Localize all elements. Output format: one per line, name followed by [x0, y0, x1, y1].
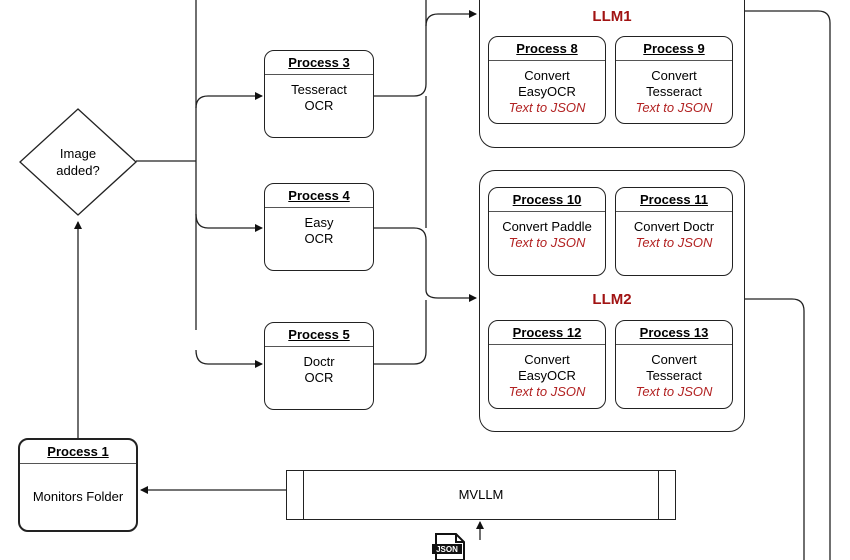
process-9-body: Convert Tesseract Text to JSON: [616, 61, 732, 123]
process-5-title: Process 5: [265, 323, 373, 347]
process-1-box[interactable]: Process 1 Monitors Folder: [18, 438, 138, 532]
process-11-line2: Text to JSON: [635, 235, 713, 250]
process-8-line1: Convert: [524, 68, 570, 83]
process-8-line3: Text to JSON: [508, 100, 586, 115]
process-11-box[interactable]: Process 11 Convert Doctr Text to JSON: [615, 187, 733, 276]
process-3-body: Tesseract OCR: [265, 75, 373, 137]
process-13-box[interactable]: Process 13 Convert Tesseract Text to JSO…: [615, 320, 733, 409]
process-12-body: Convert EasyOCR Text to JSON: [489, 345, 605, 408]
process-11-line1: Convert Doctr: [633, 219, 715, 234]
llm2-label: LLM2: [592, 291, 632, 308]
process-12-line1: Convert: [524, 352, 570, 367]
process-4-body: Easy OCR: [265, 208, 373, 270]
process-3-title: Process 3: [265, 51, 373, 75]
mvllm-box[interactable]: MVLLM: [286, 470, 676, 520]
process-10-body: Convert Paddle Text to JSON: [489, 212, 605, 275]
process-1-body: Monitors Folder: [20, 464, 136, 530]
process-8-line2: EasyOCR: [518, 84, 576, 99]
llm1-label: LLM1: [592, 8, 632, 25]
process-9-box[interactable]: Process 9 Convert Tesseract Text to JSON: [615, 36, 733, 124]
mvllm-right-bar: [658, 471, 659, 519]
process-9-title: Process 9: [616, 37, 732, 61]
process-13-line3: Text to JSON: [635, 384, 713, 399]
mvllm-label: MVLLM: [458, 487, 504, 502]
decision-label-line1: Image: [59, 146, 97, 161]
process-10-box[interactable]: Process 10 Convert Paddle Text to JSON: [488, 187, 606, 276]
process-12-line2: EasyOCR: [518, 368, 576, 383]
process-4-title: Process 4: [265, 184, 373, 208]
process-8-box[interactable]: Process 8 Convert EasyOCR Text to JSON: [488, 36, 606, 124]
process-10-line2: Text to JSON: [508, 235, 586, 250]
json-file-icon: JSON: [432, 533, 465, 560]
decision-label: Image added?: [38, 145, 118, 179]
process-9-line2: Tesseract: [646, 84, 702, 99]
process-4-line2: OCR: [304, 231, 334, 246]
process-4-box[interactable]: Process 4 Easy OCR: [264, 183, 374, 271]
process-11-body: Convert Doctr Text to JSON: [616, 212, 732, 275]
process-10-title: Process 10: [489, 188, 605, 212]
process-8-title: Process 8: [489, 37, 605, 61]
process-13-line1: Convert: [651, 352, 697, 367]
process-3-line2: OCR: [304, 98, 334, 113]
process-13-line2: Tesseract: [646, 368, 702, 383]
decision-diamond: [19, 108, 137, 216]
process-10-line1: Convert Paddle: [502, 219, 592, 234]
process-3-line1: Tesseract: [291, 82, 347, 97]
mvllm-left-bar: [303, 471, 304, 519]
process-1-text: Monitors Folder: [32, 489, 124, 504]
process-5-body: Doctr OCR: [265, 347, 373, 409]
process-9-line1: Convert: [651, 68, 697, 83]
process-5-line2: OCR: [304, 370, 334, 385]
process-5-line1: Doctr: [303, 354, 335, 369]
process-12-box[interactable]: Process 12 Convert EasyOCR Text to JSON: [488, 320, 606, 409]
process-9-line3: Text to JSON: [635, 100, 713, 115]
json-icon-label: JSON: [436, 545, 458, 554]
process-4-line1: Easy: [304, 215, 334, 230]
process-8-body: Convert EasyOCR Text to JSON: [489, 61, 605, 123]
process-12-title: Process 12: [489, 321, 605, 345]
process-3-box[interactable]: Process 3 Tesseract OCR: [264, 50, 374, 138]
process-1-title: Process 1: [20, 440, 136, 464]
process-13-title: Process 13: [616, 321, 732, 345]
process-13-body: Convert Tesseract Text to JSON: [616, 345, 732, 408]
decision-label-line2: added?: [56, 163, 100, 178]
process-12-line3: Text to JSON: [508, 384, 586, 399]
process-11-title: Process 11: [616, 188, 732, 212]
process-5-box[interactable]: Process 5 Doctr OCR: [264, 322, 374, 410]
